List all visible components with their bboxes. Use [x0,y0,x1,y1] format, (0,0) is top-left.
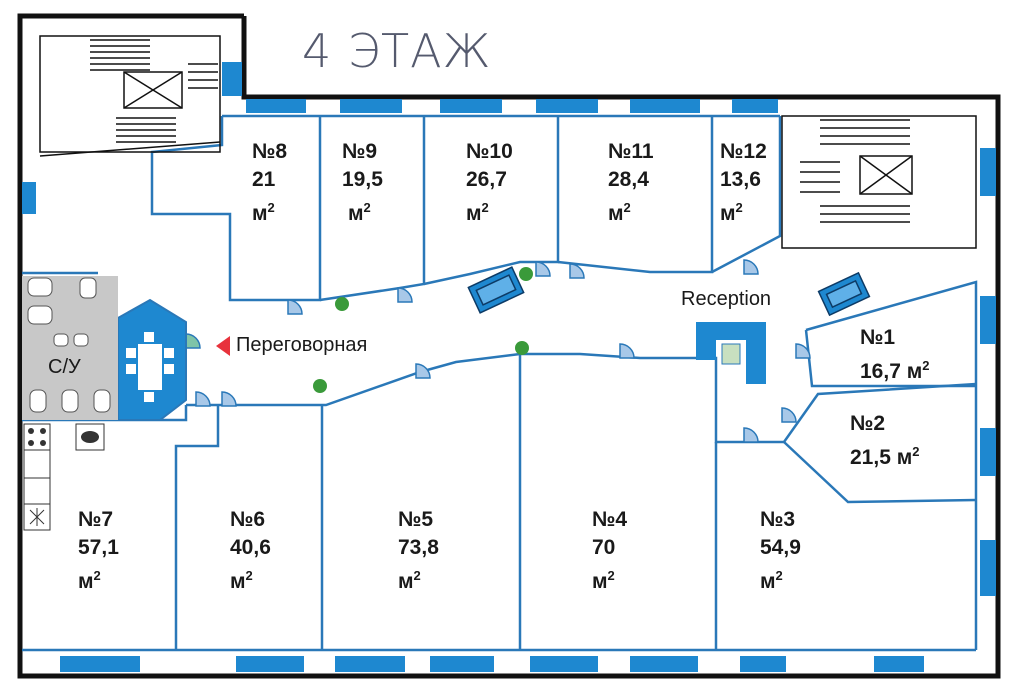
stair-icon [781,115,977,249]
partitions [22,114,978,652]
meeting-room-label: Переговорная [216,334,367,357]
sofa-icon [467,266,871,317]
room-10: №10 26,7 м2 [466,140,513,225]
room-2: №2 21,5 м2 [850,412,920,469]
room-6: №6 40,6 м2 [230,508,271,593]
room-1: №1 16,7 м2 [860,326,930,383]
room-7: №7 57,1 м2 [78,508,119,593]
room-9: №9 19,5 м2 [342,140,383,225]
room-3: №3 54,9 м2 [760,508,801,593]
room-5: №5 73,8 м2 [398,508,439,593]
stair-icon [39,35,221,157]
doors [185,259,811,443]
wc-area [22,276,118,420]
room-11: №11 28,4 м2 [608,140,654,225]
table-icon [117,298,187,421]
reception-label: Reception [681,288,772,310]
room-12: №12 13,6 м2 [720,140,767,225]
outer-walls [17,13,1001,679]
room-4: №4 70 м2 [592,508,628,593]
reception-desk [696,322,766,384]
room-8: №8 21 м2 [252,140,288,225]
stove-icon [23,423,105,531]
floor-title: 4 ЭТАЖ [302,24,492,78]
wc-label: С/У [48,356,81,378]
arrow-left-icon [216,335,230,356]
plant-icon [313,267,533,393]
windows [22,62,996,672]
